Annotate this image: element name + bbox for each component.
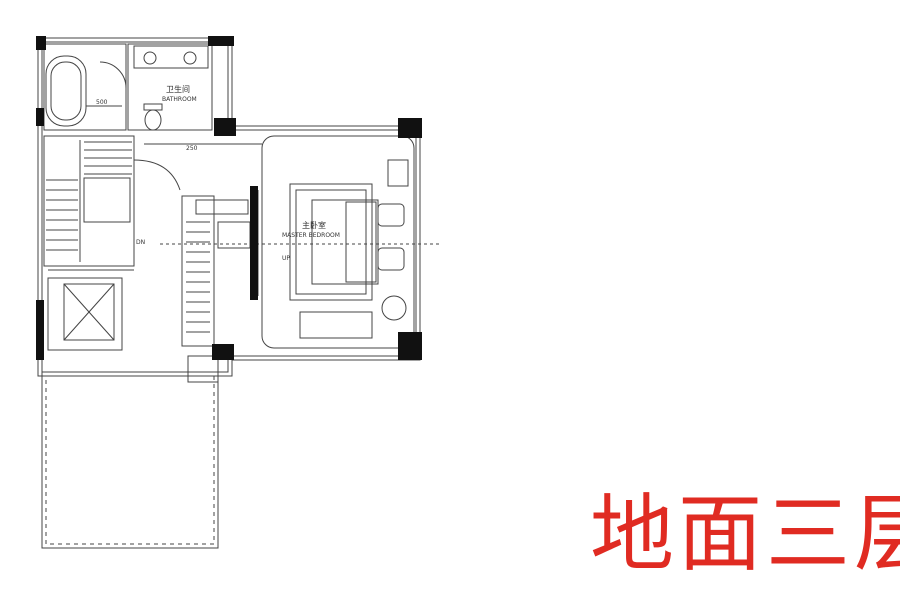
bathtub: [45, 55, 87, 127]
rug-inner: [295, 189, 367, 295]
corridor-door-swing: [133, 159, 181, 191]
rug: [289, 183, 373, 301]
bath-door-swing: [99, 61, 127, 89]
bedroom-label-en: MASTER BEDROOM: [282, 232, 340, 239]
bathroom-label-en: BATHROOM: [162, 96, 197, 103]
balcony-bump: [187, 355, 219, 383]
floor-caption: 地面三层: [590, 485, 900, 583]
terrace: [41, 371, 219, 549]
stair-zone: [43, 135, 135, 267]
armchair-top: [377, 203, 405, 227]
bench: [299, 311, 373, 339]
closet-shelf: [195, 199, 249, 215]
closet-hangers: [186, 221, 210, 333]
sink-left: [143, 51, 157, 65]
toilet-bowl: [144, 109, 162, 131]
stair-direction-up: UP: [282, 255, 291, 262]
tv-cabinet: [387, 159, 409, 187]
stair-landing: [83, 177, 131, 223]
bathtub-inner: [50, 61, 82, 121]
vanity-zone: [127, 43, 213, 131]
bed: [311, 199, 379, 285]
stair-direction-down: DN: [136, 239, 146, 246]
elevator-shaft: [47, 277, 123, 351]
toilet-tank: [143, 103, 163, 111]
dimension-250: 250: [186, 145, 198, 152]
bathroom-label-cn: 卫生间: [166, 85, 190, 94]
side-table: [381, 295, 407, 321]
armchair-bottom: [377, 247, 405, 271]
bedroom-label-cn: 主卧室: [302, 221, 326, 230]
terrace-inner: [45, 375, 215, 545]
structural-columns: [36, 36, 422, 360]
elevator-car: [63, 283, 115, 341]
stair-treads: [46, 141, 132, 251]
closet-left: [181, 195, 215, 347]
bedroom-zone: [261, 135, 415, 349]
vanity-counter: [133, 45, 209, 69]
bed-headboard-area: [345, 201, 377, 283]
outer-wall-outline: [37, 37, 421, 377]
sink-right: [183, 51, 197, 65]
dimension-500: 500: [96, 99, 108, 106]
